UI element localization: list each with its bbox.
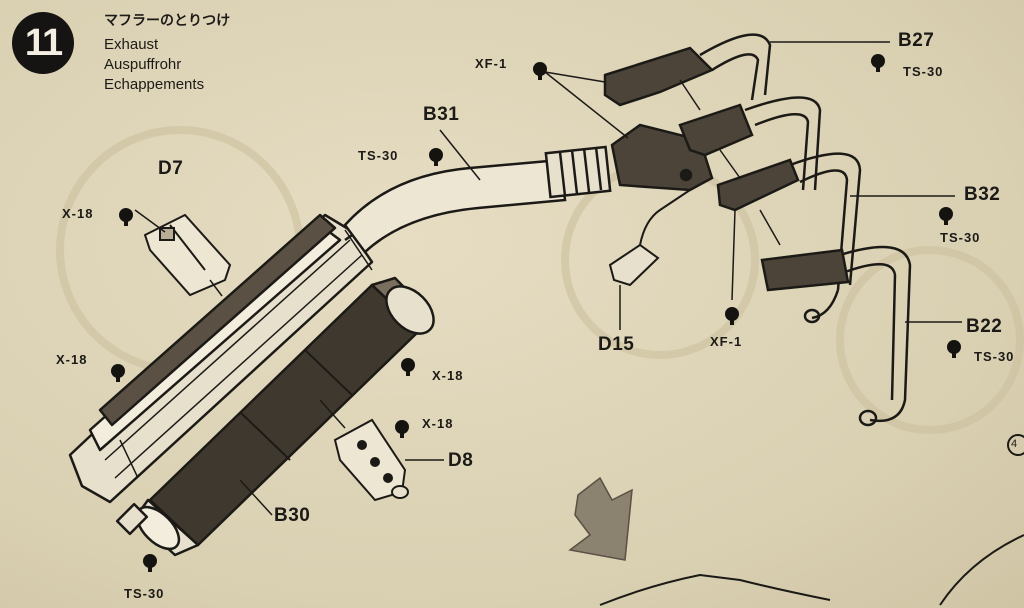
paint-label-ts30-b27: TS-30 bbox=[903, 64, 944, 79]
paint-label-ts30-b22: TS-30 bbox=[974, 349, 1015, 364]
header-connectors bbox=[603, 46, 850, 292]
paint-label-ts30-bottom: TS-30 bbox=[124, 586, 165, 601]
part-label-b22: B22 bbox=[966, 316, 1003, 337]
paint-label-ts30-b31: TS-30 bbox=[358, 148, 399, 163]
pipe-b31 bbox=[343, 145, 612, 254]
step-title-english: Exhaust bbox=[104, 36, 159, 53]
leader-lines bbox=[119, 41, 962, 516]
header-pipes bbox=[699, 33, 912, 427]
paint-label-x18-mid: X-18 bbox=[432, 368, 464, 383]
paint-label-x18-d7: X-18 bbox=[62, 206, 94, 221]
paint-label-x18-d8: X-18 bbox=[422, 416, 454, 431]
part-label-b32: B32 bbox=[964, 184, 1001, 205]
part-label-d15: D15 bbox=[598, 334, 635, 355]
step-number-badge: 11 bbox=[12, 12, 74, 74]
part-label-b30: B30 bbox=[274, 505, 311, 526]
paint-label-ts30-b32: TS-30 bbox=[940, 230, 981, 245]
paint-label-x18-left: X-18 bbox=[56, 352, 88, 367]
paint-label-xf1-top: XF-1 bbox=[475, 56, 508, 71]
part-d15 bbox=[608, 189, 691, 287]
step-title-japanese: マフラーのとりつけ bbox=[104, 13, 231, 29]
next-step-corner-mark: 4 bbox=[1011, 438, 1018, 450]
part-label-b31: B31 bbox=[423, 104, 460, 125]
part-label-d8: D8 bbox=[448, 450, 474, 471]
paint-label-xf1-bottom: XF-1 bbox=[710, 334, 743, 349]
muffler-b30 bbox=[68, 198, 435, 557]
step-title-french: Echappements bbox=[104, 76, 205, 93]
step-title-german: Auspuffrohr bbox=[104, 56, 182, 73]
part-d8 bbox=[333, 418, 409, 502]
part-label-b27: B27 bbox=[898, 30, 935, 51]
next-step-partial bbox=[599, 434, 1024, 606]
assembly-arrow bbox=[568, 476, 633, 561]
part-label-d7: D7 bbox=[158, 158, 184, 179]
